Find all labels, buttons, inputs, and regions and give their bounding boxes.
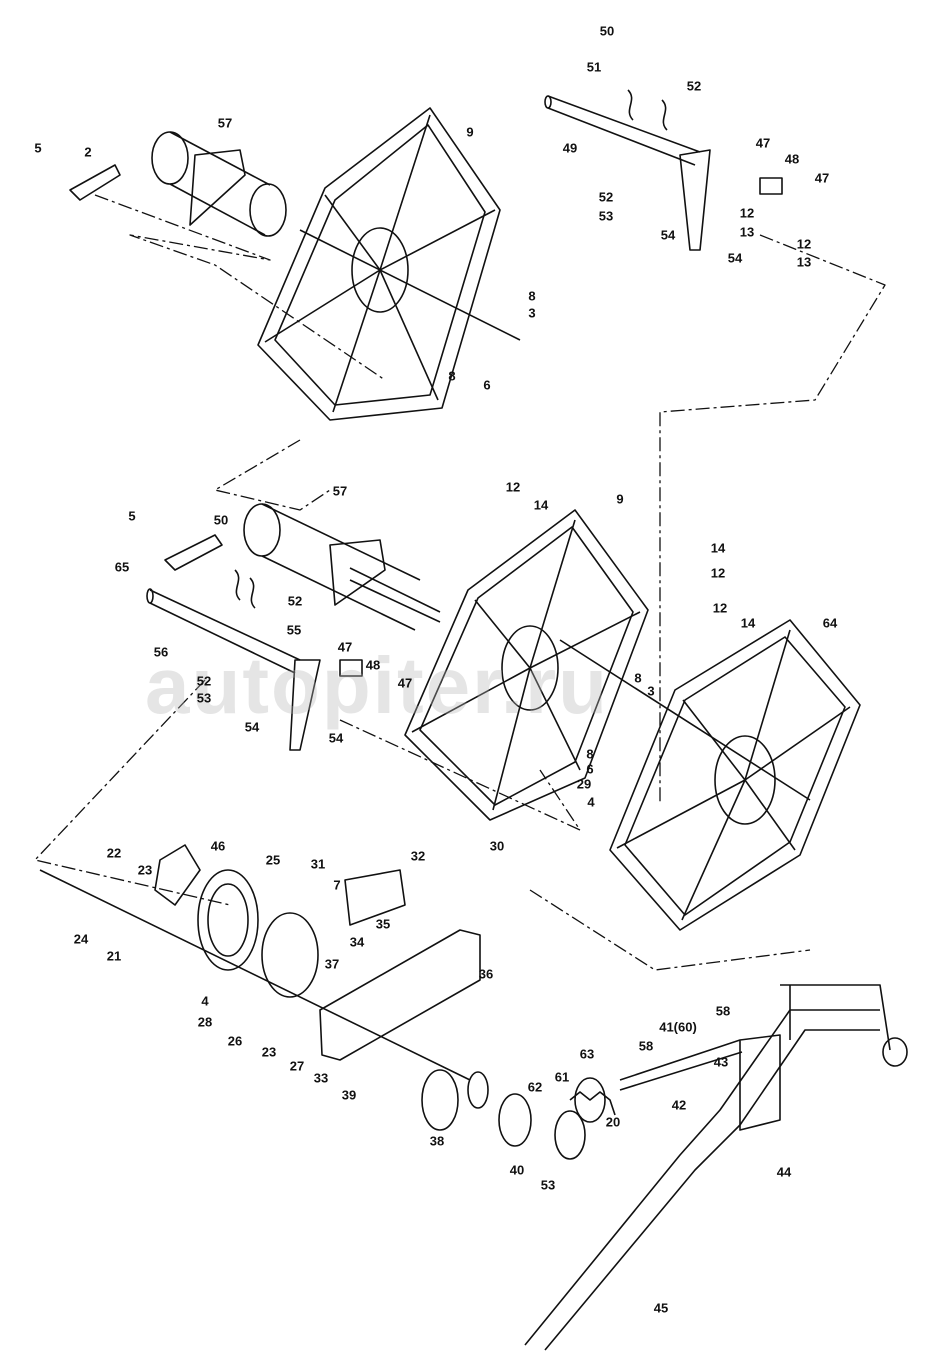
part-callout: 32 (410, 848, 426, 864)
part-callout: 14 (533, 497, 549, 513)
part-callout: 57 (332, 483, 348, 499)
part-callout: 8 (586, 746, 594, 762)
part-callout: 25 (265, 852, 281, 868)
part-callout: 9 (466, 124, 474, 140)
part-callout: 44 (776, 1164, 792, 1180)
part-callout: 2 (84, 144, 92, 160)
part-callout: 4 (201, 993, 209, 1009)
part-callout: 12 (712, 600, 728, 616)
part-callout: 53 (598, 208, 614, 224)
part-callout: 46 (210, 838, 226, 854)
part-callout: 40 (509, 1162, 525, 1178)
part-callout: 41(60) (659, 1019, 697, 1035)
part-callout: 50 (599, 23, 615, 39)
part-callout: 49 (562, 140, 578, 156)
part-callout: 39 (341, 1087, 357, 1103)
part-callout: 54 (244, 719, 260, 735)
hub-assembly (39, 844, 616, 1160)
part-callout: 13 (796, 254, 812, 270)
part-callout: 6 (586, 761, 594, 777)
part-callout: 53 (540, 1177, 556, 1193)
part-callout: 64 (822, 615, 838, 631)
part-callout: 33 (313, 1070, 329, 1086)
part-callout: 5 (128, 508, 136, 524)
part-callout: 61 (554, 1069, 570, 1085)
tow-arm (524, 984, 908, 1351)
reel-frame-middle (404, 509, 649, 821)
part-callout: 12 (710, 565, 726, 581)
reel-frame-top (257, 107, 521, 421)
part-callout: 3 (647, 683, 655, 699)
part-callout: 12 (739, 205, 755, 221)
part-callout: 42 (671, 1097, 687, 1113)
part-callout: 8 (634, 670, 642, 686)
part-callout: 51 (586, 59, 602, 75)
part-callout: 29 (576, 776, 592, 792)
part-callout: 23 (261, 1044, 277, 1060)
shaft-middle (146, 569, 363, 751)
part-callout: 35 (375, 916, 391, 932)
part-callout: 26 (227, 1033, 243, 1049)
part-callout: 37 (324, 956, 340, 972)
part-callout: 31 (310, 856, 326, 872)
part-callout: 47 (337, 639, 353, 655)
part-callout: 47 (397, 675, 413, 691)
part-callout: 52 (287, 593, 303, 609)
part-callout: 34 (349, 934, 365, 950)
part-callout: 12 (505, 479, 521, 495)
part-callout: 14 (710, 540, 726, 556)
bracket-65 (164, 534, 223, 571)
part-callout: 52 (598, 189, 614, 205)
part-callout: 54 (660, 227, 676, 243)
part-callout: 24 (73, 931, 89, 947)
bracket-top (69, 164, 121, 201)
part-callout: 58 (715, 1003, 731, 1019)
part-callout: 36 (478, 966, 494, 982)
part-callout: 13 (739, 224, 755, 240)
part-callout: 48 (365, 657, 381, 673)
part-callout: 48 (784, 151, 800, 167)
part-callout: 58 (638, 1038, 654, 1054)
part-callout: 54 (727, 250, 743, 266)
part-callout: 63 (579, 1046, 595, 1062)
part-callout: 21 (106, 948, 122, 964)
part-callout: 47 (755, 135, 771, 151)
part-callout: 8 (528, 288, 536, 304)
part-callout: 28 (197, 1014, 213, 1030)
part-callout: 54 (328, 730, 344, 746)
tube-top (151, 131, 287, 237)
part-callout: 55 (286, 622, 302, 638)
part-callout: 30 (489, 838, 505, 854)
part-callout: 8 (448, 368, 456, 384)
part-callout: 23 (137, 862, 153, 878)
part-callout: 65 (114, 559, 130, 575)
part-callout: 57 (217, 115, 233, 131)
part-callout: 53 (196, 690, 212, 706)
part-callout: 43 (713, 1054, 729, 1070)
part-callout: 9 (616, 491, 624, 507)
part-callout: 52 (686, 78, 702, 94)
reel-frame-64 (559, 619, 861, 931)
part-callout: 45 (653, 1300, 669, 1316)
part-callout: 38 (429, 1133, 445, 1149)
shaft-top (544, 89, 783, 251)
part-callout: 62 (527, 1079, 543, 1095)
part-callout: 52 (196, 673, 212, 689)
assembly-lines (34, 194, 886, 971)
part-callout: 47 (814, 170, 830, 186)
part-callout: 56 (153, 644, 169, 660)
part-callout: 14 (740, 615, 756, 631)
part-callout: 27 (289, 1058, 305, 1074)
part-callout: 7 (333, 877, 341, 893)
part-callout: 12 (796, 236, 812, 252)
part-callout: 3 (528, 305, 536, 321)
part-callout: 20 (605, 1114, 621, 1130)
part-callout: 22 (106, 845, 122, 861)
part-callout: 5 (34, 140, 42, 156)
part-callout: 6 (483, 377, 491, 393)
part-callout: 50 (213, 512, 229, 528)
part-callout: 4 (587, 794, 595, 810)
tube-middle (243, 503, 441, 631)
